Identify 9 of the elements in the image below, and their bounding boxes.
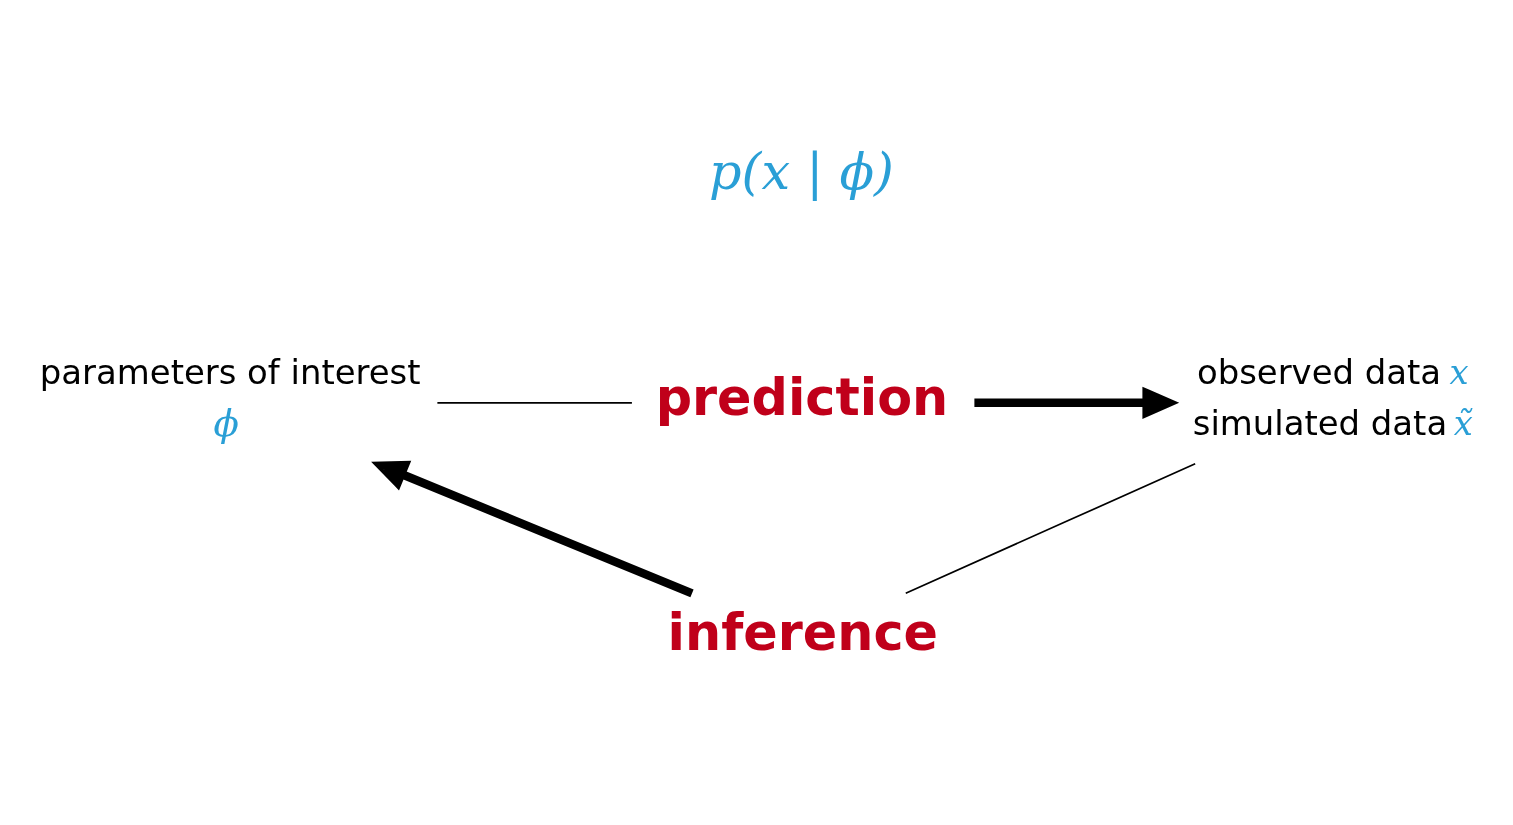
node-text: inference [667,602,939,662]
arrow [371,460,694,597]
node-text: parameters of interest ϕ [39,352,421,445]
node-text: observed data x simulated data x̃ [1192,352,1473,443]
connector [904,462,1197,594]
label: p(x | ϕ) [709,141,894,201]
connector [436,401,633,404]
node-text: prediction [655,367,949,427]
arrow [974,386,1180,419]
